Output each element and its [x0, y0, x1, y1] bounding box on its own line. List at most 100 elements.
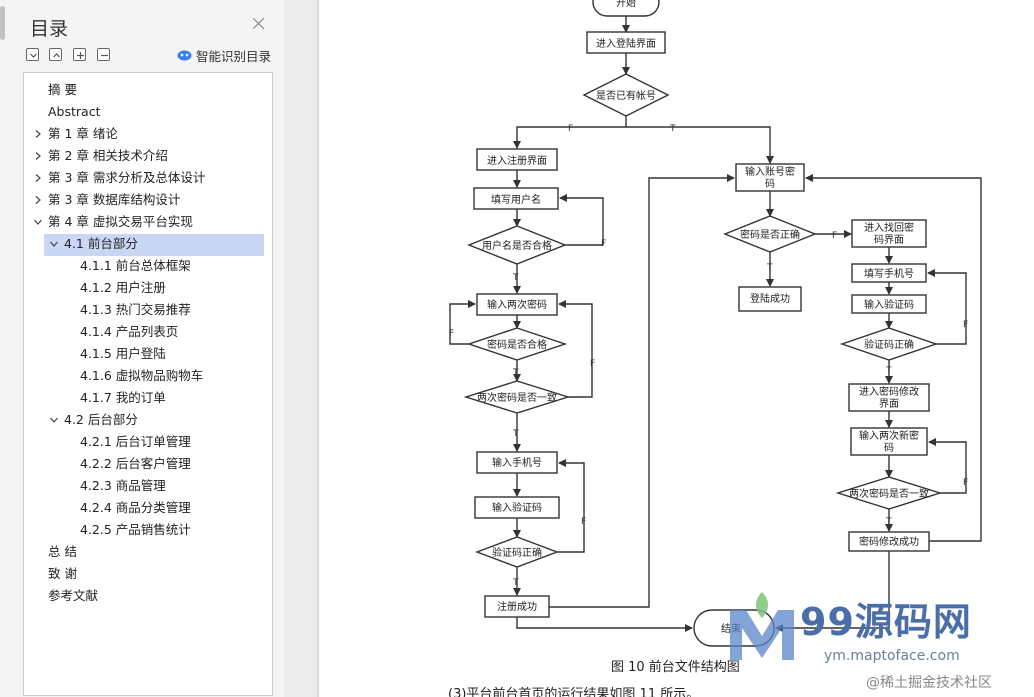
chevron-right-icon[interactable] — [33, 195, 43, 205]
toc-item-label: 第 3 章 数据库结构设计 — [48, 192, 181, 207]
flow-login-ok-node — [738, 286, 802, 312]
flow-fill-username-node — [473, 187, 559, 210]
minus-icon — [101, 54, 108, 57]
toc-panel: 目录 智能识别目录 摘 要 Abstract 第 1 章 绪论 第 2 章 相关… — [0, 0, 284, 697]
toc-item-label: 4.1.4 产品列表页 — [80, 324, 179, 339]
flow-input-code-label: 输入验证码 — [492, 501, 542, 514]
toc-item-references[interactable]: 参考文献 — [48, 585, 98, 607]
flow-find-pw-label-1: 进入找回密 — [864, 221, 914, 234]
toc-item-4-2-1[interactable]: 4.2.1 后台订单管理 — [80, 431, 191, 453]
flow-new-pw-label-2: 码 — [884, 442, 894, 454]
chevron-right-icon[interactable] — [33, 173, 43, 183]
toc-item-4-2-4[interactable]: 4.2.4 商品分类管理 — [80, 497, 191, 519]
flow-login-ok-label: 登陆成功 — [750, 292, 790, 305]
community-watermark: @稀土掘金技术社区 — [866, 675, 992, 691]
toc-item-4-1-2[interactable]: 4.1.2 用户注册 — [80, 277, 166, 299]
watermark-title: 99源码网 — [800, 600, 972, 644]
flow-new-pw-node — [850, 427, 928, 456]
toc-item-4-1-4[interactable]: 4.1.4 产品列表页 — [80, 321, 178, 343]
toc-item-4-1-6[interactable]: 4.1.6 虚拟物品购物车 — [80, 365, 203, 387]
toc-item-label: 4.2.3 商品管理 — [80, 478, 166, 493]
toc-item-4-1-3[interactable]: 4.1.3 热门交易推荐 — [80, 299, 191, 321]
plus-icon — [77, 52, 84, 59]
toc-item-chapter-1[interactable]: 第 1 章 绪论 — [35, 123, 118, 145]
toc-item-label: 第 1 章 绪论 — [48, 126, 118, 141]
toc-item-thanks[interactable]: 致 谢 — [48, 563, 77, 585]
flow-pw-same-label: 两次密码是否一致 — [477, 391, 557, 404]
toc-list: 摘 要 Abstract 第 1 章 绪论 第 2 章 相关技术介绍 第 3 章… — [23, 72, 273, 696]
toc-item-label: 4.1.7 我的订单 — [80, 390, 166, 405]
flow-code-ok-label: 验证码正确 — [492, 546, 542, 559]
flow-enter-login-label: 进入登陆界面 — [596, 37, 656, 50]
toc-item-label: 第 2 章 相关技术介绍 — [48, 148, 168, 163]
toc-item-label: 4.2.4 商品分类管理 — [80, 500, 191, 515]
toc-selection-highlight — [44, 234, 264, 256]
toc-item-label: 致 谢 — [48, 566, 77, 581]
flow-branch-t-label: T — [512, 429, 519, 439]
toc-item-abstract-cn[interactable]: 摘 要 — [48, 79, 77, 101]
flow-branch-t-label: T — [885, 366, 892, 376]
toc-item-4-1-7[interactable]: 4.1.7 我的订单 — [80, 387, 166, 409]
toc-item-label: 4.2 后台部分 — [64, 412, 138, 427]
flow-branch-f-label: F — [449, 329, 454, 339]
toc-item-label: 摘 要 — [48, 82, 77, 97]
flow-branch-t-label: T — [512, 273, 519, 283]
toc-item-chapter-2[interactable]: 第 2 章 相关技术介绍 — [35, 145, 168, 167]
flow-username-ok-label: 用户名是否合格 — [482, 239, 552, 252]
toc-item-4-1-5[interactable]: 4.1.5 用户登陆 — [80, 343, 166, 365]
expand-all-button[interactable] — [49, 48, 62, 61]
flow-input-phone-label: 输入手机号 — [492, 456, 542, 469]
chevron-right-icon[interactable] — [33, 151, 43, 161]
toc-item-chapter-4[interactable]: 第 4 章 虚拟交易平台实现 — [34, 211, 193, 233]
toc-item-chapter-3a[interactable]: 第 3 章 需求分析及总体设计 — [35, 167, 205, 189]
figure-caption: 图 10 前台文件结构图 — [611, 660, 740, 675]
toc-item-label: 4.1 前台部分 — [64, 236, 138, 251]
toc-scrollbar[interactable] — [0, 6, 5, 40]
flow-branch-f-label: F — [581, 517, 586, 527]
flow-modify-ok-label: 密码修改成功 — [859, 535, 919, 548]
toc-item-label: 总 结 — [48, 544, 77, 559]
smart-toc-button[interactable]: 智能识别目录 — [177, 46, 271, 64]
page-shadow — [317, 0, 319, 697]
toc-item-label: 4.1.5 用户登陆 — [80, 346, 166, 361]
chevron-right-icon[interactable] — [33, 129, 43, 139]
flow-input-account-label-1: 输入账号密 — [745, 165, 795, 178]
chevron-down-icon[interactable] — [49, 415, 59, 425]
flow-branch-f-label: F — [601, 239, 606, 249]
collapse-all-button[interactable] — [26, 48, 39, 61]
toc-item-4-1[interactable]: 4.1 前台部分 — [50, 233, 138, 255]
toc-item-label: 4.1.1 前台总体框架 — [80, 258, 191, 273]
toc-item-label: 4.1.2 用户注册 — [80, 280, 166, 295]
flow-branch-f-label: F — [590, 359, 595, 369]
toc-item-label: 4.1.6 虚拟物品购物车 — [80, 368, 204, 383]
toc-item-chapter-3b[interactable]: 第 3 章 数据库结构设计 — [35, 189, 181, 211]
remove-level-button[interactable] — [97, 48, 110, 61]
flow-code-ok-r-label: 验证码正确 — [864, 338, 914, 351]
chevron-down-icon[interactable] — [33, 217, 43, 227]
toc-item-4-2[interactable]: 4.2 后台部分 — [50, 409, 138, 431]
toc-item-4-1-1[interactable]: 4.1.1 前台总体框架 — [80, 255, 191, 277]
ai-cloud-icon — [177, 50, 192, 61]
flow-has-account-label: 是否已有帐号 — [596, 89, 656, 102]
flow-find-pw-label-2: 码界面 — [874, 234, 904, 246]
toc-item-summary[interactable]: 总 结 — [48, 541, 77, 563]
toc-item-4-2-3[interactable]: 4.2.3 商品管理 — [80, 475, 166, 497]
flow-enter-register-label: 进入注册界面 — [487, 154, 547, 167]
flow-input-pw-twice-label: 输入两次密码 — [487, 298, 547, 311]
chevron-down-icon[interactable] — [49, 239, 59, 249]
watermark-url: ym.maptoface.com — [824, 648, 960, 664]
add-level-button[interactable] — [73, 48, 86, 61]
flow-branch-t-label: T — [766, 263, 773, 273]
flow-branch-t-label: T — [885, 517, 892, 527]
flow-branch-t-label: T — [669, 124, 676, 134]
toc-item-4-2-2[interactable]: 4.2.2 后台客户管理 — [80, 453, 191, 475]
toc-item-label: 4.2.2 后台客户管理 — [80, 456, 191, 471]
toc-item-abstract-en[interactable]: Abstract — [48, 101, 100, 123]
flow-register-ok-label: 注册成功 — [497, 600, 537, 613]
chevron-up-icon — [53, 53, 60, 58]
flow-pw-ok-label: 密码是否合格 — [487, 338, 547, 351]
toc-item-4-2-5[interactable]: 4.2.5 产品销售统计 — [80, 519, 191, 541]
watermark-logo-icon — [730, 592, 794, 660]
flow-start-label: 开始 — [616, 0, 636, 9]
flow-pw-correct-label: 密码是否正确 — [740, 228, 800, 241]
